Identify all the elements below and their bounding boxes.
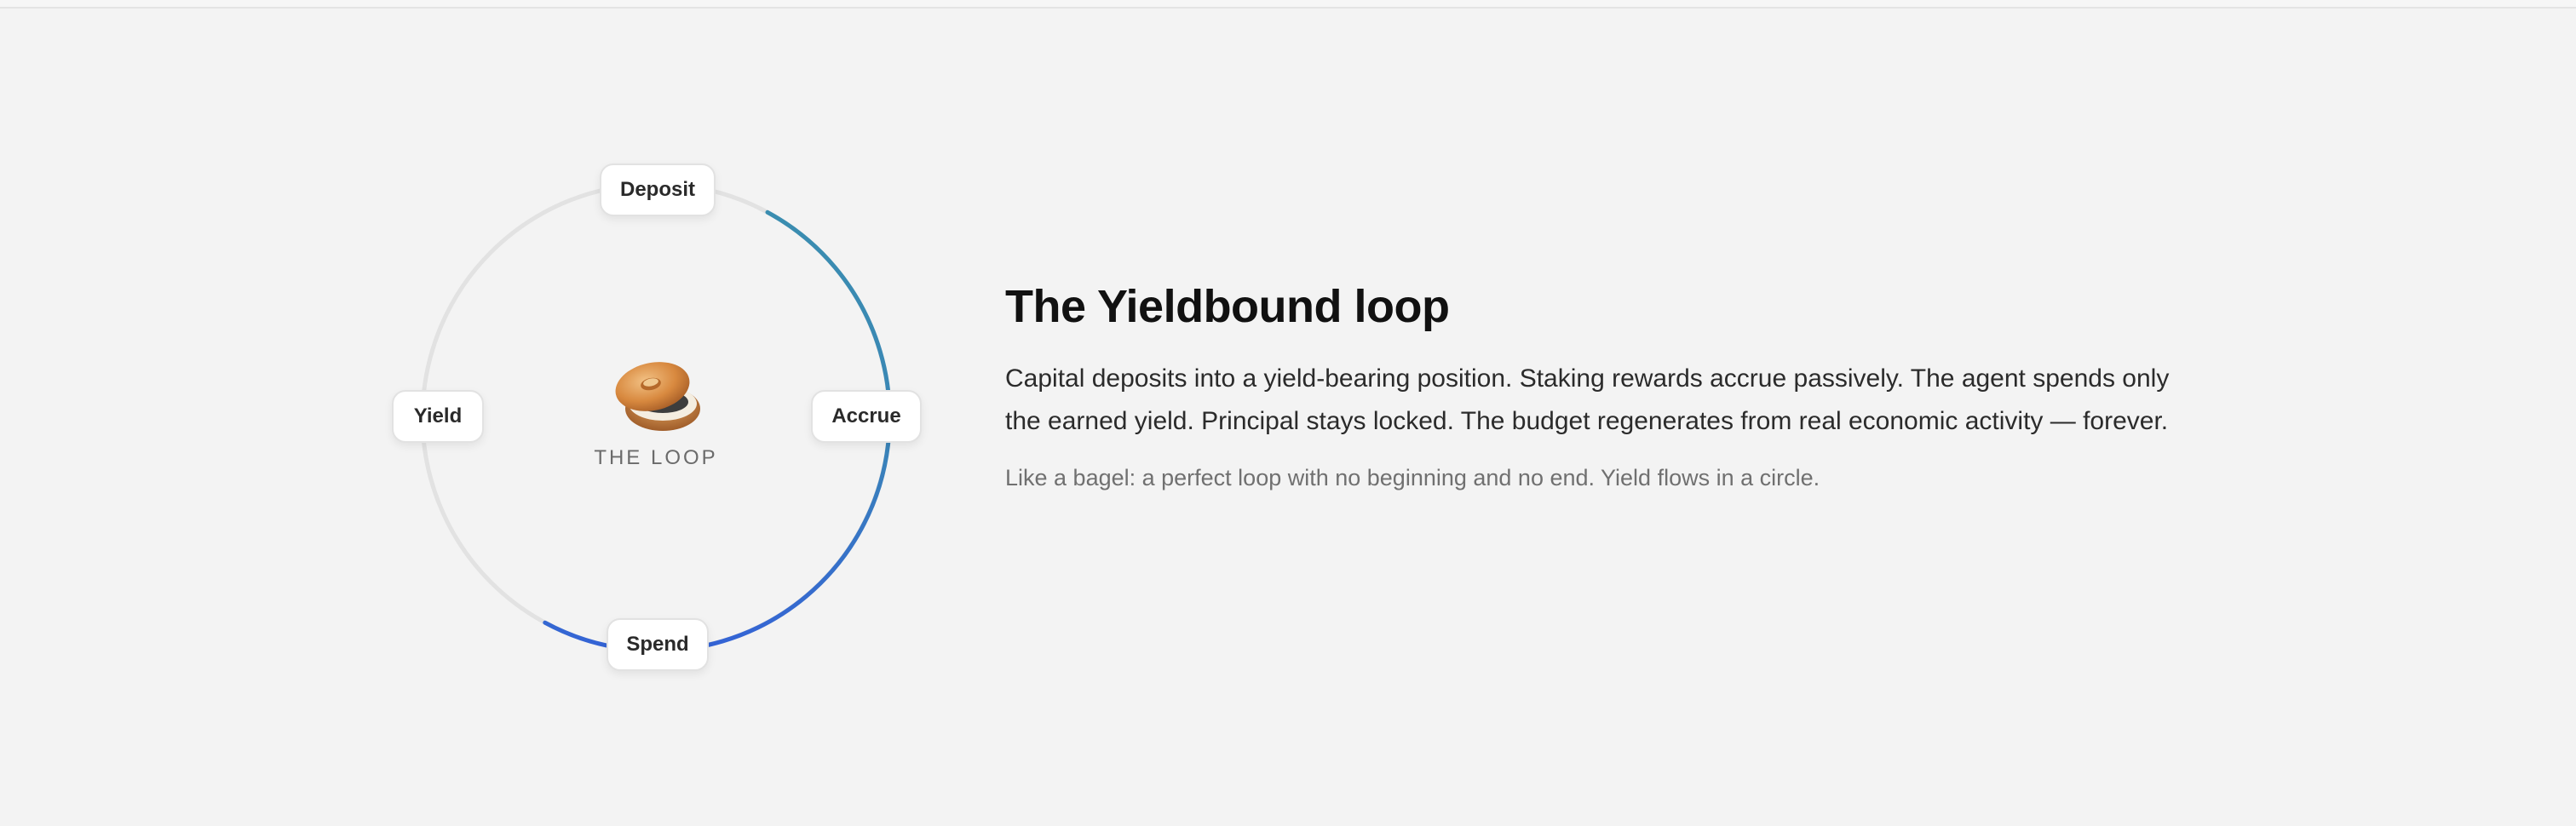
- node-spend-label: Spend: [626, 633, 689, 656]
- section-body: Capital deposits into a yield-bearing po…: [1005, 364, 2170, 435]
- section-caption: Like a bagel: a perfect loop with no beg…: [1005, 465, 1820, 490]
- node-deposit[interactable]: Deposit: [600, 163, 716, 216]
- node-yield[interactable]: Yield: [392, 390, 484, 443]
- center-label: THE LOOP: [594, 446, 718, 469]
- node-yield-label: Yield: [413, 404, 463, 427]
- node-deposit-label: Deposit: [619, 178, 695, 201]
- node-accrue[interactable]: Accrue: [811, 390, 922, 443]
- section-title: The Yieldbound loop: [1005, 281, 1450, 332]
- loop-diagram: Deposit Accrue Spend Yield: [375, 153, 937, 681]
- loop-description: The Yieldbound loop Capital deposits int…: [1005, 274, 2198, 494]
- top-divider: [0, 0, 2576, 9]
- node-spend[interactable]: Spend: [607, 618, 709, 671]
- node-accrue-label: Accrue: [831, 404, 901, 427]
- bagel-icon: [615, 362, 700, 431]
- loop-center: THE LOOP: [579, 358, 733, 477]
